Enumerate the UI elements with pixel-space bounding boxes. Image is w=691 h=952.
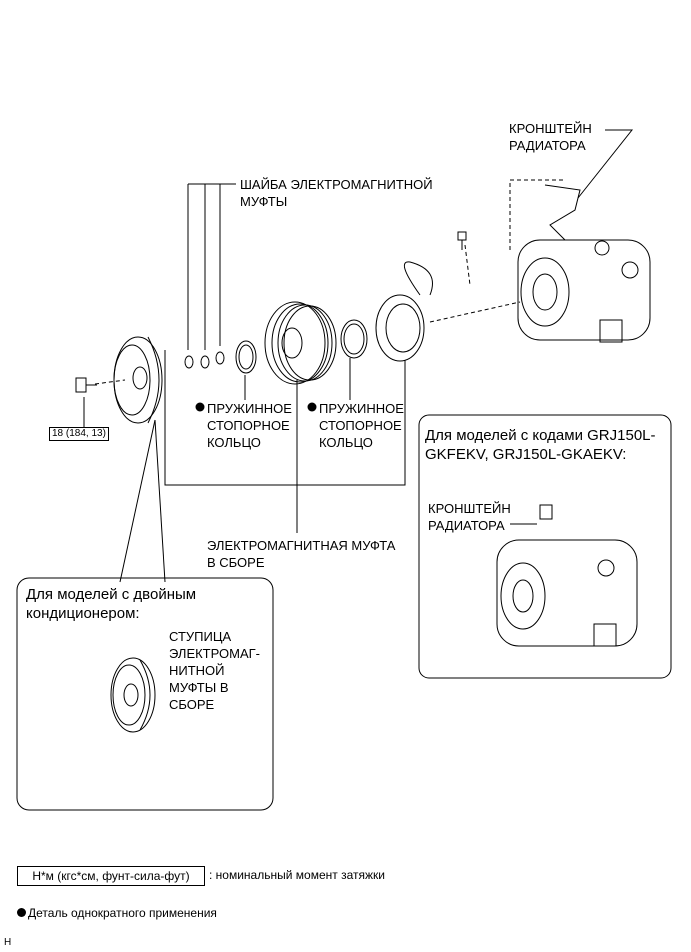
clutch-hub <box>113 336 163 424</box>
label-snap-ring-1: ПРУЖИННОЕ СТОПОРНОЕ КОЛЬЦО <box>207 401 292 450</box>
legend-torque-units: Н*м (кгс*см, фунт-сила-фут) <box>17 866 205 886</box>
legend-torque-desc: : номинальный момент затяжки <box>209 868 385 882</box>
dual-ac-inset-box <box>16 577 274 811</box>
compressor-main <box>517 184 651 343</box>
single-use-dot-icon <box>17 908 26 917</box>
label-clutch-washer: ШАЙБА ЭЛЕКТРОМАГНИТНОЙ МУФТЫ <box>240 177 433 209</box>
assembly-axis <box>94 179 565 385</box>
washer-leaders <box>187 183 236 350</box>
label-bracket-inset: КРОНШТЕЙН РАДИАТОРА <box>428 501 511 533</box>
inset-hub <box>110 657 156 733</box>
legend-single-use: Деталь однократного применения <box>17 905 217 922</box>
legend-single-use-text: Деталь однократного применения <box>28 906 217 920</box>
label-hub-assy: СТУПИЦА ЭЛЕКТРОМАГ- НИТНОЙ МУФТЫ В СБОРЕ <box>169 629 260 712</box>
label-snap-ring-2: ПРУЖИННОЕ СТОПОРНОЕ КОЛЬЦО <box>319 401 404 450</box>
snap-ring-1 <box>235 340 257 374</box>
footer-code: H <box>4 937 12 948</box>
group-bracket-line <box>164 350 406 486</box>
grj-inset-box <box>418 414 672 679</box>
grj-box-title: Для моделей с кодами GRJ150L- GKFEKV, GR… <box>425 427 656 463</box>
bolt <box>75 377 97 393</box>
inset-compressor <box>496 504 638 647</box>
torque-value: 18 (184, 13) <box>49 427 109 441</box>
single-use-markers <box>195 402 317 412</box>
bracket-leader <box>577 129 634 199</box>
clutch-pulley <box>264 301 337 385</box>
stator-coil <box>375 261 433 362</box>
dual-ac-box-title: Для моделей с двойным кондиционером: <box>26 586 197 622</box>
label-clutch-assy: ЭЛЕКТРОМАГНИТНАЯ МУФТА В СБОРЕ <box>207 538 396 570</box>
label-bracket-top: КРОНШТЕЙН РАДИАТОРА <box>509 121 592 153</box>
clutch-washers <box>184 351 225 369</box>
screw <box>457 231 467 250</box>
snap-ring-2 <box>340 319 368 359</box>
